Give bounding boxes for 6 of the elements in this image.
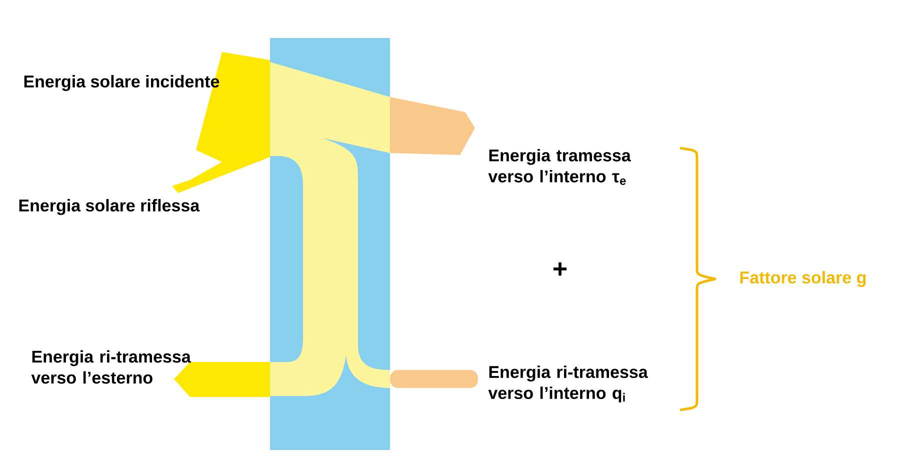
plus-sign: + — [554, 262, 567, 276]
energy-label: Energia ri-tramessa verso l’interno q$_{i}$ — [488, 366, 648, 402]
energy-label: Energia tramessa verso l’interno τ$_{e}$ — [488, 148, 631, 185]
energy-label: Energia solare riflessa — [19, 199, 200, 215]
factor-label: Fattore solare g — [740, 271, 866, 287]
energy-label: Energia ri-tramessa verso l’esterno — [31, 350, 191, 384]
